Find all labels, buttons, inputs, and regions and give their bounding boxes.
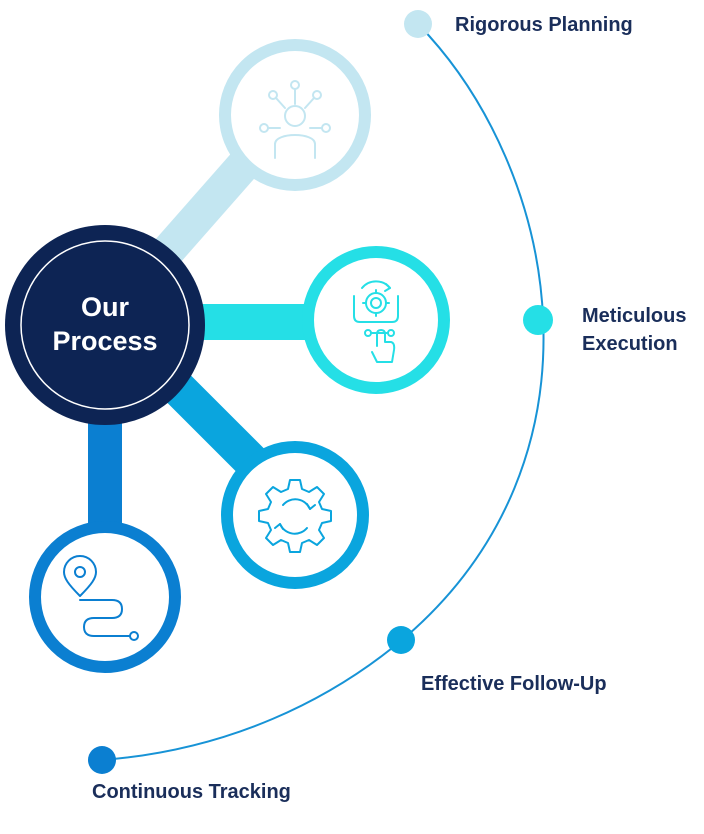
step-circle-meticulous [302,246,450,394]
arc-dot-rigorous [404,10,432,38]
hub-title: Our Process [20,290,190,358]
hub-title-line1: Our [80,292,129,322]
step-label-meticulous-line2: Execution [582,333,678,355]
step-label-rigorous-line1: Rigorous Planning [455,14,633,36]
hub-circle [5,225,205,425]
arc-dot-continuous [88,746,116,774]
step-circle-rigorous [219,39,371,191]
connector-rigorous [147,148,261,272]
step-label-effective-line1: Effective Follow-Up [421,673,607,695]
connector-meticulous [190,304,320,340]
step-label-rigorous: Rigorous Planning [455,11,633,39]
person-network-icon [259,80,331,159]
gear-click-icon [353,280,399,363]
step-circle-continuous [29,521,181,673]
arc-dot-meticulous [523,305,553,335]
arc-dot-effective [387,626,415,654]
step-label-effective: Effective Follow-Up [421,670,607,698]
step-label-meticulous: Meticulous Execution [582,302,686,358]
timeline-arc [101,23,545,761]
hub-inner-ring [20,240,190,410]
step-label-continuous: Continuous Tracking [92,778,291,806]
route-pin-icon [63,555,139,641]
step-label-meticulous-line1: Meticulous [582,305,687,327]
step-label-continuous-line1: Continuous Tracking [92,781,291,803]
cycle-gear-icon [258,479,332,553]
step-circle-effective [221,441,369,589]
connector-effective [157,367,268,478]
hub-title-line2: Process [52,326,158,356]
